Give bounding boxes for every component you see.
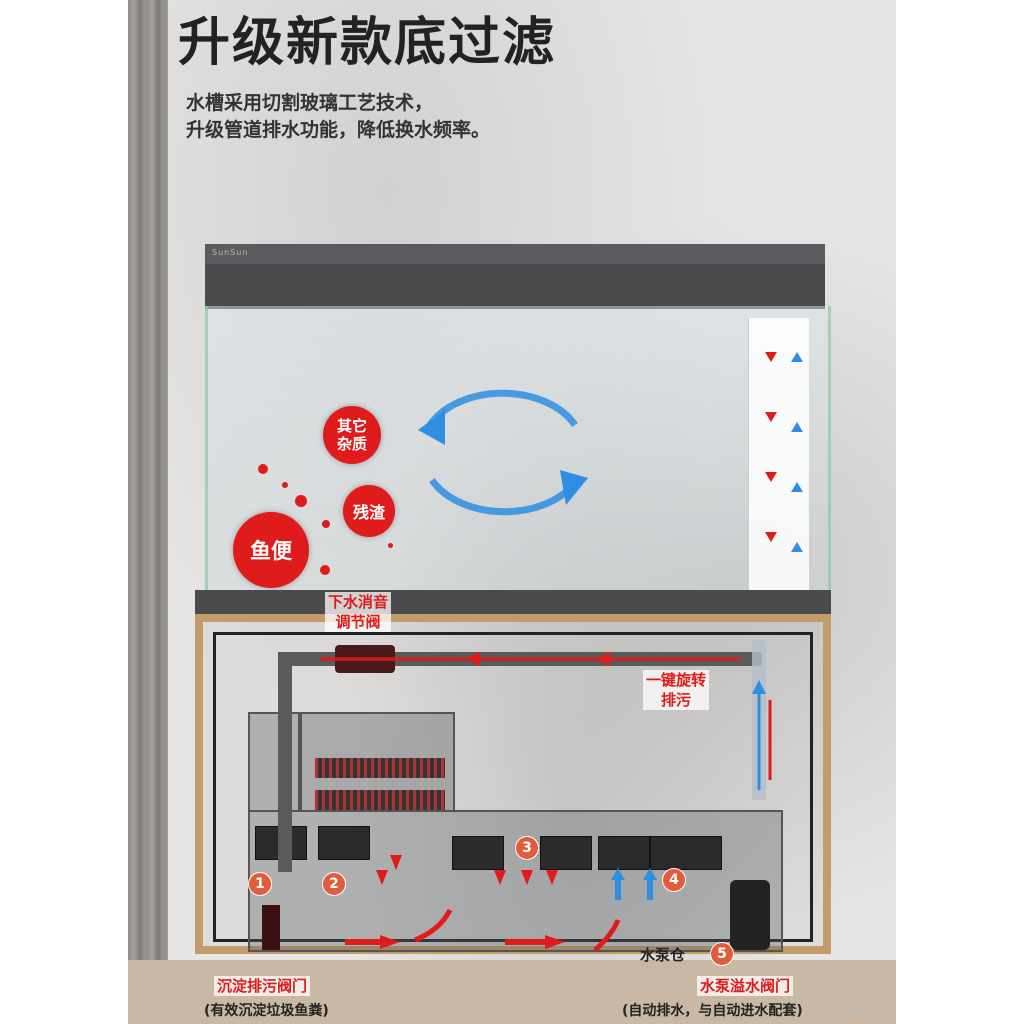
- waste-dot: [258, 464, 268, 474]
- tank-glass: [205, 306, 831, 590]
- filter-media-row: [315, 790, 445, 810]
- impurity-bubble-fish-waste: 鱼便: [233, 512, 309, 588]
- one-key-drain-label: 一键旋转 排污: [643, 670, 710, 710]
- headline-title: 升级新款底过滤: [178, 13, 557, 73]
- pipe-flow-arrow: [596, 652, 610, 666]
- chamber-number-1: 1: [248, 872, 272, 896]
- curtain: [128, 0, 168, 960]
- overflow-valve-note: (自动排水，与自动进水配套): [622, 1003, 803, 1019]
- waste-dot: [320, 565, 330, 575]
- chamber-panel: [452, 836, 504, 870]
- water-pump: [730, 880, 770, 950]
- drain-pipe-vertical: [278, 652, 292, 872]
- sump-flow-arrows: [262, 855, 621, 952]
- watermark: jxxn: [844, 1005, 870, 1019]
- headline-line1: 水槽采用切割玻璃工艺技术，: [186, 92, 434, 114]
- tank-lid-top: [205, 244, 825, 264]
- return-flow-arrow: [752, 680, 766, 694]
- sediment-valve-note: (有效沉淀垃圾鱼粪): [204, 1003, 329, 1019]
- chamber-panel: [650, 836, 722, 870]
- chamber-number-4: 4: [662, 868, 686, 892]
- chamber-number-5: 5: [710, 942, 734, 966]
- headline-line2: 升级管道排水功能，降低换水频率。: [186, 119, 491, 141]
- chamber-panel: [540, 836, 592, 870]
- left-margin: [0, 0, 128, 1024]
- waste-dot: [282, 482, 288, 488]
- chamber-panel: [598, 836, 650, 870]
- pump-chamber-label: 水泵仓: [640, 946, 686, 964]
- circulation-arrow-top: [427, 389, 578, 428]
- waste-dot: [295, 495, 307, 507]
- chamber-number-3: 3: [515, 836, 539, 860]
- overflow-valve-label: 水泵溢水阀门: [697, 976, 794, 996]
- sump-blue-arrows: [611, 868, 657, 900]
- silent-valve-label: 下水消音 调节阀: [325, 592, 392, 632]
- sediment-valve-label: 沉淀排污阀门: [214, 976, 311, 996]
- waste-dot: [322, 520, 330, 528]
- filter-media-row: [315, 758, 445, 778]
- sediment-valve-body: [262, 905, 280, 950]
- circulation-arrowhead-bottom: [560, 470, 588, 505]
- pipe-flow-arrow: [466, 652, 480, 666]
- chamber-panel: [318, 826, 370, 860]
- waste-dot: [388, 543, 393, 548]
- brand-label: SunSun: [212, 248, 249, 257]
- overflow-box: [748, 318, 809, 590]
- right-margin: [896, 0, 1024, 1024]
- circulation-arrowhead-top: [418, 410, 445, 445]
- tank-base: [195, 590, 831, 614]
- impurity-bubble-residue: 残渣: [343, 485, 395, 537]
- chamber-number-2: 2: [322, 872, 346, 896]
- impurity-bubble-other: 其它 杂质: [323, 406, 381, 464]
- circulation-arrow-bottom: [429, 477, 580, 516]
- overflow-arrows: [765, 352, 803, 552]
